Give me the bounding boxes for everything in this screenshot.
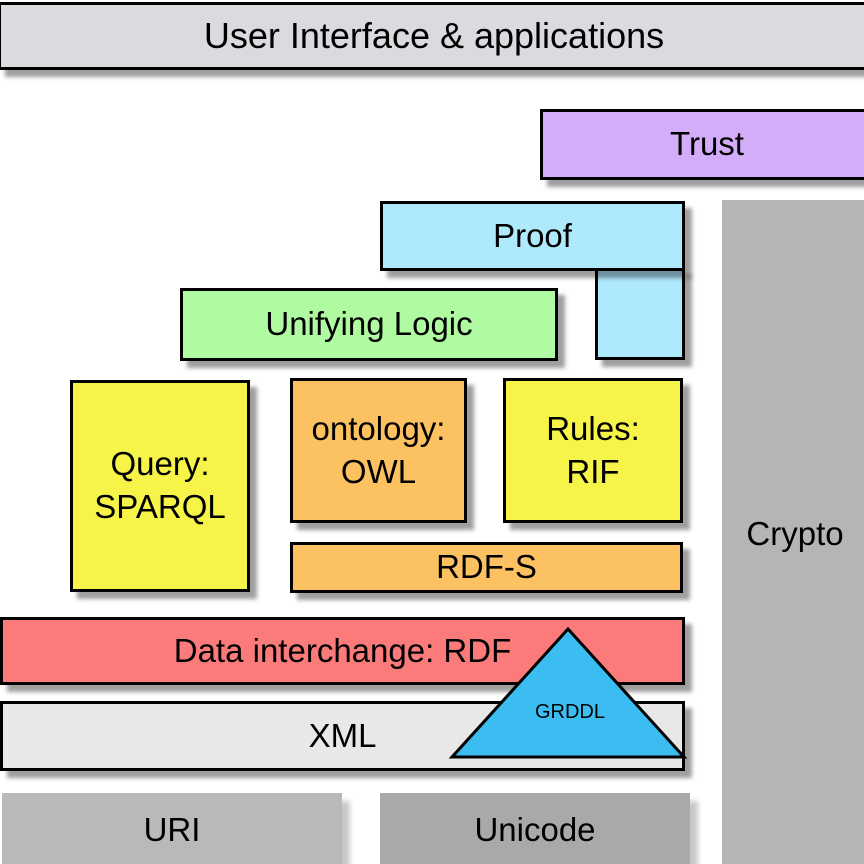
grddl-label: GRDDL <box>534 701 605 723</box>
unicode-label: Unicode <box>474 811 596 849</box>
ontology-label-line2: OWL <box>340 452 417 490</box>
proof-box: Proof <box>380 201 685 271</box>
unifying-logic-box: Unifying Logic <box>180 288 558 361</box>
query-sparql-box: Query: SPARQL <box>70 380 250 592</box>
rules-label-line1: Rules: <box>546 409 640 447</box>
proof-extension-box <box>595 268 685 360</box>
crypto-label: Crypto <box>746 514 844 552</box>
unifying-logic-label: Unifying Logic <box>265 305 473 343</box>
rdfs-box: RDF-S <box>290 542 683 593</box>
rules-rif-box: Rules: RIF <box>503 378 683 523</box>
xml-label: XML <box>308 716 377 754</box>
uri-box: URI <box>2 793 342 864</box>
unicode-box: Unicode <box>380 793 690 864</box>
rdfs-label: RDF-S <box>436 548 537 586</box>
query-label-line2: SPARQL <box>94 488 226 525</box>
grddl-triangle <box>448 626 688 759</box>
proof-label: Proof <box>493 216 572 254</box>
trust-box: Trust <box>540 109 864 180</box>
user-interface-applications-box: User Interface & applications <box>0 2 864 70</box>
ontology-owl-box: ontology: OWL <box>290 378 467 523</box>
ontology-label-line1: ontology: <box>311 409 446 447</box>
data-interchange-rdf-label: Data interchange: RDF <box>173 631 512 669</box>
grddl-triangle-shape <box>448 626 688 759</box>
query-label-line1: Query: <box>110 445 210 483</box>
trust-label: Trust <box>670 125 744 163</box>
uri-label: URI <box>143 811 201 849</box>
user-interface-applications-label: User Interface & applications <box>203 14 665 56</box>
crypto-box: Crypto <box>722 200 864 864</box>
rules-label-line2: RIF <box>566 452 620 490</box>
